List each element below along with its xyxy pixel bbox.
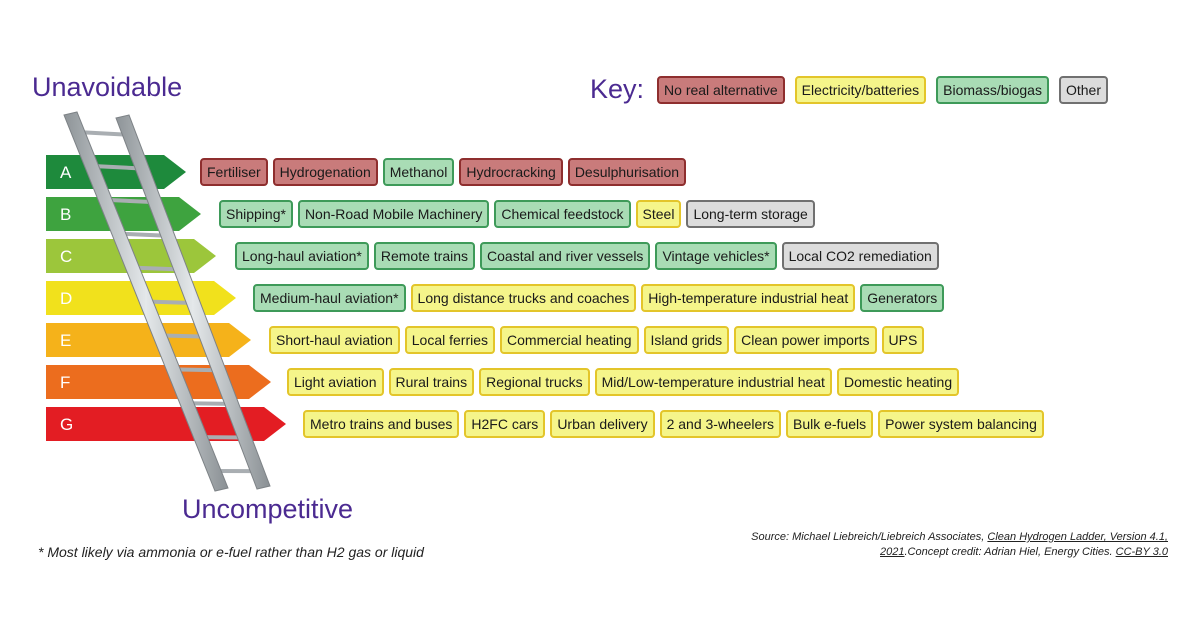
grade-arrow-a: A	[46, 155, 186, 189]
use-case-tag: Short-haul aviation	[269, 326, 400, 354]
source-middle: .Concept credit: Adrian Hiel, Energy Cit…	[904, 546, 1116, 558]
key-item-no-real-alternative: No real alternative	[657, 75, 785, 104]
use-case-tag: Power system balancing	[878, 410, 1044, 438]
use-case-tag: Domestic heating	[836, 368, 960, 396]
key-item-other: Other	[1058, 75, 1108, 104]
use-case-tag: Clean power imports	[734, 326, 877, 354]
title-unavoidable: Unavoidable	[32, 72, 183, 102]
use-case-tag: Light aviation	[287, 368, 384, 396]
grade-arrow-b: B	[46, 197, 201, 231]
grade-letter: D	[60, 289, 73, 308]
key-item-electricity-batteries: Electricity/batteries	[794, 75, 927, 104]
use-case-tag: Long-term storage	[686, 200, 815, 228]
grade-letter: C	[60, 247, 73, 266]
use-case-tag: Desulphurisation	[567, 158, 687, 186]
use-case-tag: Mid/Low-temperature industrial heat	[594, 368, 832, 396]
use-case-tag: Coastal and river vessels	[480, 242, 651, 270]
use-case-tag: Shipping*	[219, 200, 293, 228]
use-case-tag: Long-haul aviation*	[235, 242, 369, 270]
use-case-tag: Local CO2 remediation	[781, 242, 939, 270]
ladder-rung	[76, 129, 129, 137]
use-case-tag: Generators	[860, 284, 945, 312]
use-case-tag: Vintage vehicles*	[655, 242, 777, 270]
use-case-tag: Urban delivery	[550, 410, 655, 438]
grade-arrow-d: D	[46, 281, 236, 315]
ladder-rung	[117, 231, 167, 238]
use-case-tag: Hydrocracking	[459, 158, 563, 186]
key-label: Key:	[590, 74, 645, 104]
use-case-tag: High-temperature industrial heat	[641, 284, 856, 312]
grade-arrow-g: G	[46, 407, 286, 441]
key-legend: Key: No real alternative Electricity/bat…	[590, 74, 1113, 105]
use-case-tag: Long distance trucks and coaches	[410, 284, 637, 312]
grade-letter: E	[60, 331, 72, 350]
grade-letter: F	[60, 373, 71, 392]
grade-letter: G	[60, 415, 74, 434]
source-license-link[interactable]: CC-BY 3.0	[1115, 546, 1168, 558]
grade-letter: B	[60, 205, 72, 224]
source-title-link[interactable]: Clean Hydrogen Ladder, Version 4.1, 2021	[880, 531, 1168, 558]
use-case-tag: Bulk e-fuels	[785, 410, 874, 438]
grade-arrow-e: E	[46, 323, 251, 357]
use-case-tag: Steel	[635, 200, 682, 228]
use-case-tag: Remote trains	[373, 242, 476, 270]
use-case-tag: Local ferries	[404, 326, 496, 354]
key-item-biomass-biogas: Biomass/biogas	[936, 75, 1049, 104]
use-case-tag: Regional trucks	[479, 368, 590, 396]
ladder-rung	[186, 401, 231, 406]
grade-arrow-f: F	[46, 365, 271, 399]
row-d: Medium-haul aviation*Long distance truck…	[253, 281, 949, 315]
use-case-tag: Fertiliser	[200, 158, 268, 186]
title-uncompetitive: Uncompetitive	[182, 494, 354, 524]
use-case-tag: H2FC cars	[464, 410, 546, 438]
source-credit: Source: Michael Liebreich/Liebreich Asso…	[680, 530, 1168, 560]
use-case-tag: Non-Road Mobile Machinery	[297, 200, 490, 228]
use-case-tag: Rural trains	[388, 368, 475, 396]
footnote: * Most likely via ammonia or e-fuel rath…	[38, 544, 424, 560]
source-prefix: Source: Michael Liebreich/Liebreich Asso…	[751, 531, 988, 543]
use-case-tag: 2 and 3-wheelers	[659, 410, 781, 438]
grade-letter: A	[60, 163, 72, 182]
use-case-tag: Metro trains and buses	[303, 410, 460, 438]
use-case-tag: Island grids	[643, 326, 730, 354]
use-case-tag: Medium-haul aviation*	[253, 284, 406, 312]
grade-arrow-c: C	[46, 239, 216, 273]
use-case-tag: Methanol	[382, 158, 455, 186]
use-case-tag: Commercial heating	[500, 326, 639, 354]
use-case-tag: UPS	[881, 326, 925, 354]
use-case-tag: Hydrogenation	[272, 158, 378, 186]
use-case-tag: Chemical feedstock	[494, 200, 631, 228]
